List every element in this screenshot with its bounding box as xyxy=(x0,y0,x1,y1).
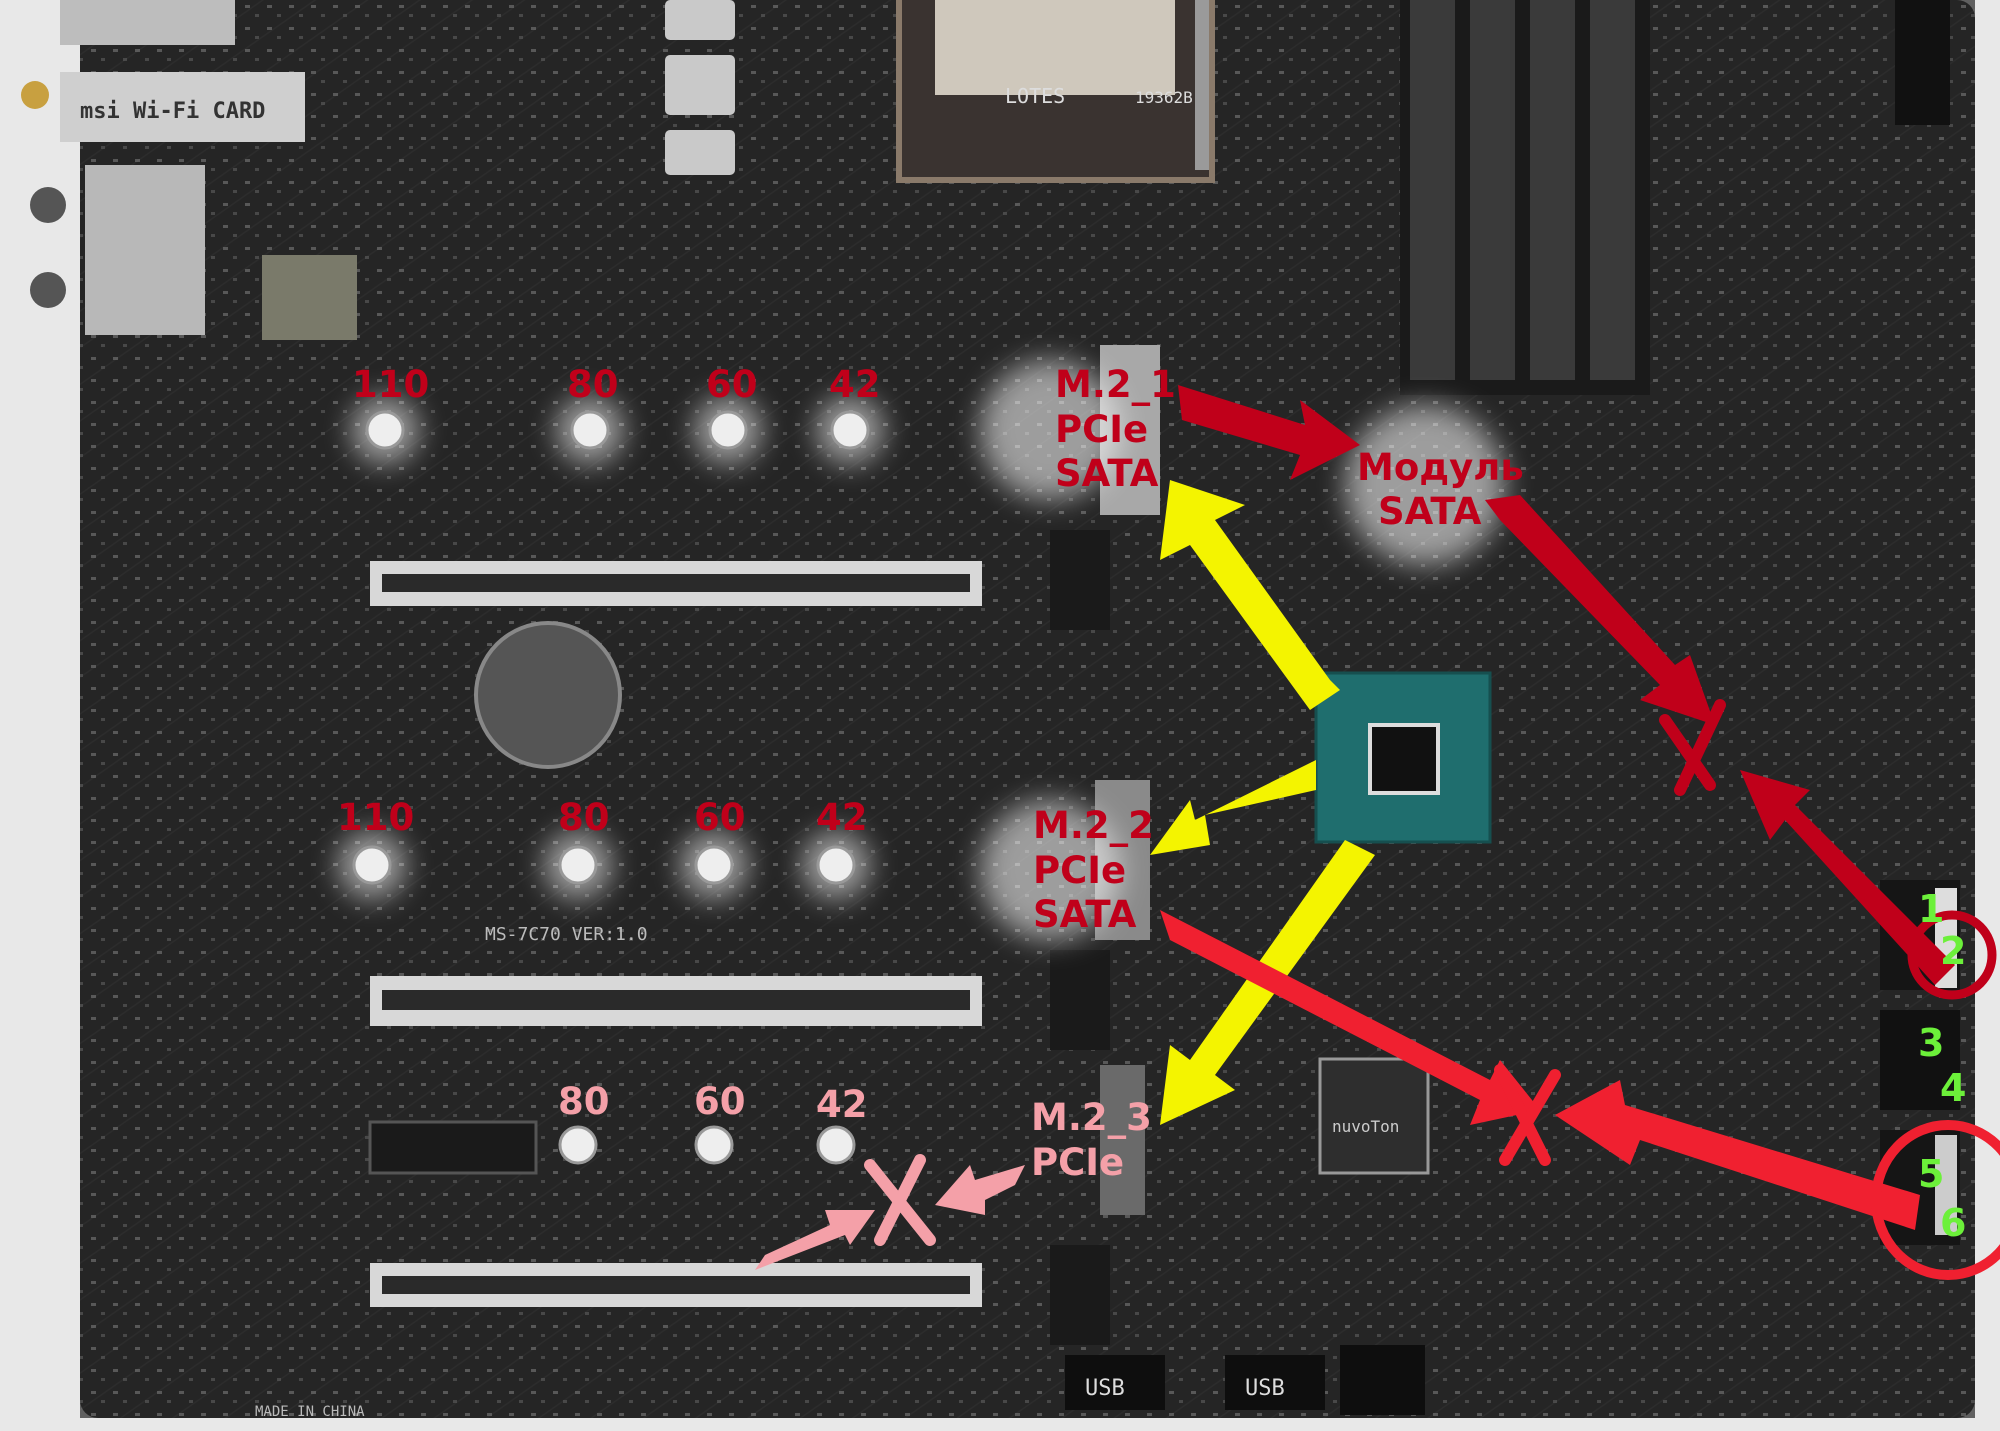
svg-text:Модуль: Модуль xyxy=(1357,446,1524,489)
x-mark-icon xyxy=(864,1154,936,1246)
m2-2-label: M.2_2 PCIe SATA xyxy=(1033,804,1154,936)
svg-text:60: 60 xyxy=(706,363,758,406)
svg-text:PCIe: PCIe xyxy=(1031,1141,1124,1184)
vrm-chokes xyxy=(665,0,735,175)
svg-text:1: 1 xyxy=(1918,887,1944,931)
svg-text:SATA: SATA xyxy=(1378,490,1482,533)
standoff-labels-row3: 80 60 42 xyxy=(558,1080,868,1126)
sata-module-label: Модуль SATA xyxy=(1357,446,1524,533)
svg-text:MADE IN CHINA: MADE IN CHINA xyxy=(255,1404,365,1420)
usb-header-1 xyxy=(1065,1355,1165,1410)
svg-text:80: 80 xyxy=(567,363,619,406)
superio-chip: nuvoTon xyxy=(1318,1057,1430,1175)
usb-header-2 xyxy=(1225,1355,1325,1410)
svg-text:6: 6 xyxy=(1940,1201,1966,1245)
x-mark-icon xyxy=(1494,1064,1561,1166)
model-silkscreen: MS-7C70 VER:1.0 xyxy=(485,924,648,945)
svg-text:PCIe: PCIe xyxy=(1033,849,1126,892)
arrow-m2-2-to-x xyxy=(1160,910,1540,1125)
bottom-headers xyxy=(1065,1345,1425,1415)
wifi-module xyxy=(262,255,357,340)
atx-power-connector xyxy=(1895,0,1950,125)
svg-text:SATA: SATA xyxy=(1033,893,1137,936)
svg-text:LOTES: LOTES xyxy=(1005,84,1065,108)
sata-port-numbers: 1 2 3 4 5 6 xyxy=(1918,887,1966,1245)
arrow-ports56-to-x xyxy=(1555,1080,1920,1230)
highlight-ports-5-6 xyxy=(1871,1120,2000,1280)
m2-3-socket xyxy=(1100,1065,1145,1215)
x-mark-icon xyxy=(1659,699,1726,796)
svg-text:PCIe: PCIe xyxy=(1055,408,1148,451)
svg-text:SATA: SATA xyxy=(1055,452,1159,495)
antenna-connector-icon xyxy=(21,81,49,109)
svg-text:USB: USB xyxy=(1245,1376,1285,1401)
standoff-labels-row2: 110 80 60 42 xyxy=(337,796,868,839)
arrow-sata-module-to-x xyxy=(1485,495,1715,725)
sata-ports xyxy=(1880,880,1960,1245)
x-marks xyxy=(864,699,1726,1246)
svg-text:USB: USB xyxy=(1085,1376,1125,1401)
svg-text:110: 110 xyxy=(352,363,429,406)
svg-text:M.2_1: M.2_1 xyxy=(1055,363,1176,406)
rear-io: msi Wi-Fi CARD xyxy=(21,0,357,340)
svg-text:80: 80 xyxy=(558,796,610,839)
cpu-socket: LOTES 19362B xyxy=(896,0,1215,183)
arrow-m2-1-to-sata-module xyxy=(1178,385,1360,480)
pink-arrow-m2-3 xyxy=(935,1165,1025,1215)
wifi-card-label: msi Wi-Fi CARD xyxy=(80,99,265,124)
arrow-port2-to-x xyxy=(1740,770,1955,985)
pcie-slots xyxy=(368,530,1110,1345)
svg-text:110: 110 xyxy=(337,796,414,839)
m2-3-label: M.2_3 PCIe xyxy=(1031,1096,1152,1184)
standoff-labels-row1: 110 80 60 42 xyxy=(352,363,881,406)
svg-text:42: 42 xyxy=(816,796,868,839)
svg-text:60: 60 xyxy=(694,1080,746,1123)
highlight-port-2 xyxy=(1907,910,1997,1000)
svg-text:4: 4 xyxy=(1940,1066,1966,1110)
svg-text:2: 2 xyxy=(1940,929,1966,973)
svg-text:60: 60 xyxy=(694,796,746,839)
arrow-chipset-to-m2-2 xyxy=(1150,760,1316,855)
chipset xyxy=(1314,671,1492,844)
svg-text:42: 42 xyxy=(816,1083,868,1126)
svg-text:3: 3 xyxy=(1918,1021,1944,1065)
cmos-battery xyxy=(474,621,622,769)
svg-text:nuvoTon: nuvoTon xyxy=(1332,1117,1399,1136)
dimm-slots xyxy=(1400,0,1650,395)
standoff-holes xyxy=(338,360,1505,1165)
pink-arrow-slot xyxy=(755,1210,875,1270)
svg-text:M.2_2: M.2_2 xyxy=(1033,804,1154,847)
svg-text:19362B: 19362B xyxy=(1135,88,1193,107)
svg-text:M.2_3: M.2_3 xyxy=(1031,1096,1152,1139)
atx-cpu-power xyxy=(1340,1345,1425,1415)
red-arrows xyxy=(755,385,1955,1270)
svg-text:5: 5 xyxy=(1918,1152,1944,1196)
m2-1-label: M.2_1 PCIe SATA xyxy=(1055,363,1176,495)
pcie-x1-slot xyxy=(368,1120,538,1175)
arrow-chipset-to-m2-1 xyxy=(1160,480,1340,710)
svg-text:80: 80 xyxy=(558,1080,610,1123)
svg-text:42: 42 xyxy=(829,363,881,406)
